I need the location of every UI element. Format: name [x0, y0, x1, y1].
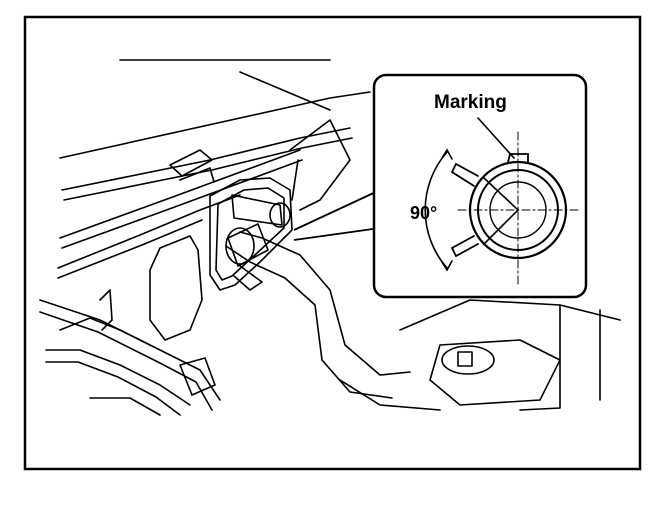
marking-label: Marking: [434, 92, 507, 113]
angle-label: 90°: [410, 203, 437, 223]
detail-inset: [372, 73, 588, 299]
clamp-detail: [424, 117, 581, 286]
engine-bay-linework: [39, 59, 621, 416]
callout-pointer: [293, 189, 381, 241]
